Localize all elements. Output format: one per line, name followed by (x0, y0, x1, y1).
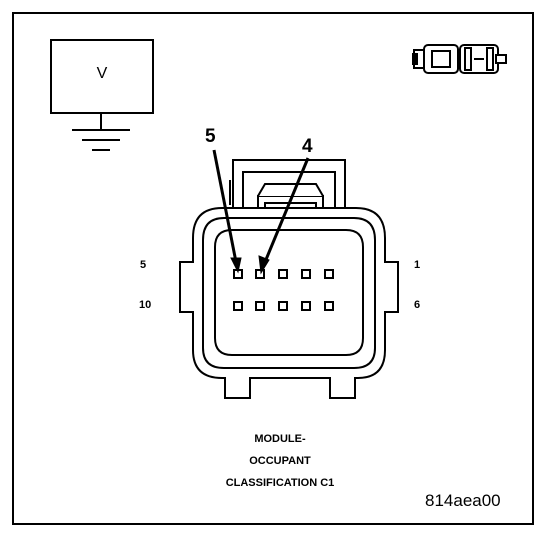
diagram-frame (12, 12, 534, 525)
voltmeter-label: V (96, 65, 108, 82)
pin-number-bottom-right: 6 (414, 299, 421, 311)
caption-line-2: OCCUPANT (249, 455, 311, 467)
connector-plug-icon (413, 44, 507, 74)
figure-id: 814aea00 (425, 491, 501, 510)
caption-line-1: MODULE- (254, 433, 306, 445)
pin-cavities-row-2 (233, 301, 334, 311)
connector-body (179, 159, 399, 399)
pin-number-bottom-left: 10 (139, 299, 152, 311)
callout-pin-4: 4 (302, 136, 313, 157)
voltmeter-box: V (50, 39, 154, 114)
callout-arrows (212, 149, 310, 275)
ground-symbol-icon (72, 114, 130, 151)
pin-number-top-right: 1 (414, 259, 421, 271)
pin-number-top-left: 5 (140, 259, 147, 271)
pin-cavities-row-1 (233, 269, 334, 279)
callout-pin-5: 5 (205, 126, 216, 147)
caption-line-3: CLASSIFICATION C1 (225, 477, 335, 489)
